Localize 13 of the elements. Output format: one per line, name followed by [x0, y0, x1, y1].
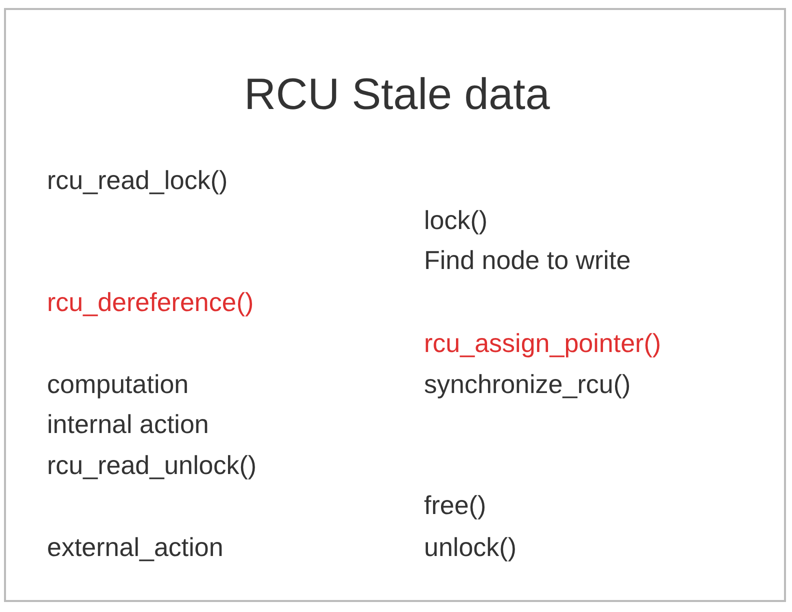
writer-step-text: lock()	[424, 205, 488, 235]
writer-step-text: rcu_assign_pointer()	[424, 328, 662, 358]
writer-step-text: unlock()	[424, 532, 516, 562]
writer-step-text: free()	[424, 490, 486, 520]
writer-step-text: synchronize_rcu()	[424, 369, 631, 399]
reader-step-text: rcu_read_unlock()	[47, 450, 257, 480]
reader-step-text: computation	[47, 369, 189, 399]
slide-title: RCU Stale data	[243, 70, 551, 120]
reader-step-text: rcu_dereference()	[47, 287, 254, 317]
reader-step-text: external_action	[47, 532, 224, 562]
reader-step-text: rcu_read_lock()	[47, 165, 228, 195]
reader-step-text: internal action	[47, 409, 209, 439]
writer-step-text: Find node to write	[424, 245, 631, 275]
